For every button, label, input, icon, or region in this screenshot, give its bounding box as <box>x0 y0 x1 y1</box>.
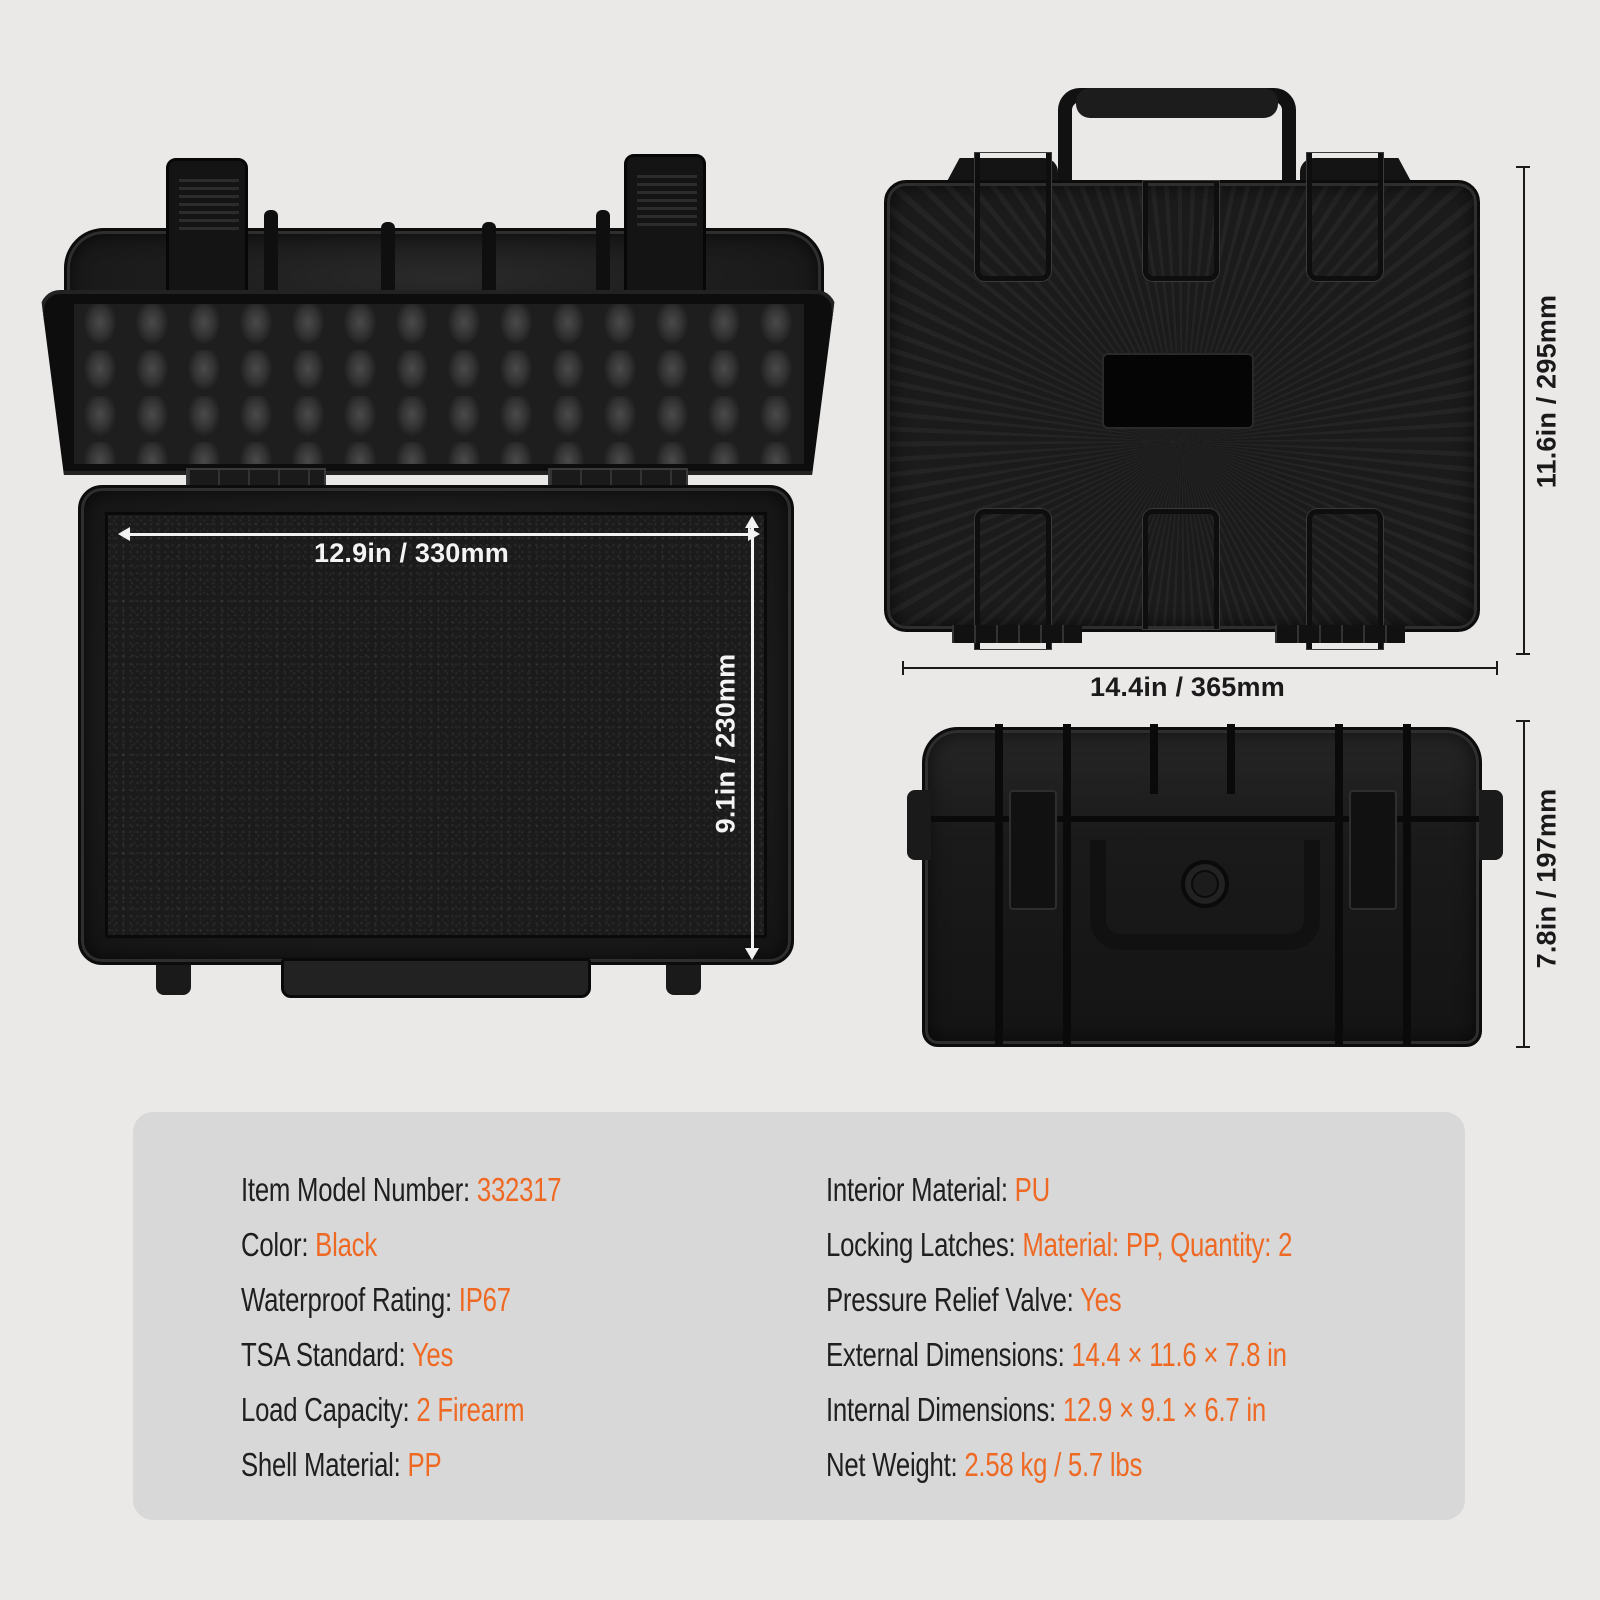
exterior-height-line <box>1523 720 1525 1048</box>
flat-foam-insert <box>105 512 767 938</box>
interior-depth-arrow <box>751 520 754 952</box>
spec-row-shell-material: Shell Material: PP <box>241 1446 442 1483</box>
spec-row-model: Item Model Number: 332317 <box>241 1171 562 1208</box>
front-carry-handle <box>1090 840 1320 950</box>
interior-width-label: 12.9in / 330mm <box>314 538 509 568</box>
front-handle <box>281 958 591 998</box>
interior-width-arrow <box>122 533 752 536</box>
spec-row-waterproof: Waterproof Rating: IP67 <box>241 1281 511 1318</box>
top-view-image: 14.4in / 365mm <box>880 80 1500 702</box>
spec-row-net-weight: Net Weight: 2.58 kg / 5.7 lbs <box>826 1446 1143 1483</box>
spec-row-locking-latches: Locking Latches: Material: PP, Quantity:… <box>826 1226 1293 1263</box>
front-view-image <box>900 715 1503 1055</box>
latch-left-icon <box>166 158 248 293</box>
case-base <box>78 485 794 965</box>
front-latch-right <box>1349 790 1397 910</box>
spec-row-load-capacity: Load Capacity: 2 Firearm <box>241 1391 525 1428</box>
exterior-width-line <box>1523 166 1525 655</box>
pressure-relief-valve-icon <box>1181 860 1229 908</box>
interior-depth-label: 9.1in / 230mm <box>710 653 741 834</box>
open-case-image: 12.9in / 330mm 9.1in / 230mm <box>36 150 856 1060</box>
exterior-width-label: 11.6in / 295mm <box>1531 294 1562 489</box>
lid-top-shell <box>884 153 1480 649</box>
spec-row-tsa: TSA Standard: Yes <box>241 1336 454 1373</box>
spec-column-right: Interior Material: PU Locking Latches: M… <box>826 1162 1424 1492</box>
spec-row-pressure-valve: Pressure Relief Valve: Yes <box>826 1281 1122 1318</box>
front-shell <box>907 724 1503 1047</box>
spec-column-left: Item Model Number: 332317 Color: Black W… <box>241 1162 652 1492</box>
spec-panel: Item Model Number: 332317 Color: Black W… <box>133 1112 1465 1520</box>
spec-row-interior-material: Interior Material: PU <box>826 1171 1050 1208</box>
label-plate <box>1102 353 1254 429</box>
spec-row-external-dimensions: External Dimensions: 14.4 × 11.6 × 7.8 i… <box>826 1336 1287 1373</box>
latch-right-icon <box>624 154 706 294</box>
exterior-length-label: 14.4in / 365mm <box>1090 672 1285 702</box>
spec-row-internal-dimensions: Internal Dimensions: 12.9 × 9.1 × 6.7 in <box>826 1391 1266 1428</box>
exterior-height-label: 7.8in / 197mm <box>1531 788 1562 969</box>
spec-row-color: Color: Black <box>241 1226 377 1263</box>
front-latch-left <box>1009 790 1057 910</box>
egg-crate-foam <box>74 304 804 464</box>
lid-interior <box>40 290 836 475</box>
